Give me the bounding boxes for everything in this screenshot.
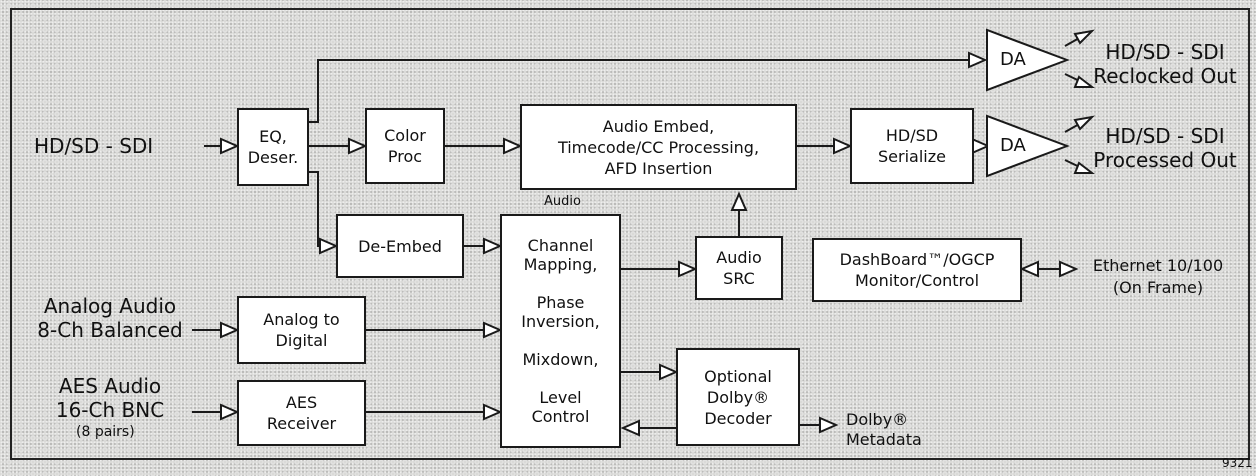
audio-src-block: Audio SRC (695, 236, 783, 300)
wire-eq-deembed (309, 171, 336, 247)
arrowhead-da-top-out1 (1073, 29, 1095, 45)
arrowhead-da-mid-out2 (1073, 161, 1095, 174)
arrowhead-embed-serialize (833, 137, 853, 155)
arrowhead-mapping-dolby (659, 363, 679, 381)
analog-to-digital-block: Analog to Digital (237, 296, 366, 364)
arrowhead-da-top-out2 (1073, 75, 1095, 88)
arrowhead-reclock (968, 51, 988, 69)
analog-audio-label: Analog Audio 8-Ch Balanced (37, 294, 183, 342)
audio-label: Audio (544, 194, 581, 209)
da-top-triangle (986, 28, 1070, 92)
sdi-input-label: HD/SD - SDI (34, 134, 154, 158)
serialize-block: HD/SD Serialize (850, 108, 974, 184)
dashboard-block: DashBoard™/OGCP Monitor/Control (812, 238, 1022, 302)
arrowhead-sdi-in (220, 137, 240, 155)
arrowhead-aes-in (220, 403, 240, 421)
arrowhead-eq-color (348, 137, 368, 155)
da-top-label: DA (1000, 49, 1026, 70)
arrowhead-deembed (319, 237, 339, 255)
aes-pairs-label: (8 pairs) (76, 424, 135, 440)
arrowhead-mapping-src (678, 260, 698, 278)
arrowhead-deembed-mapping (483, 237, 503, 255)
arrowhead-dolby-metadata (819, 416, 839, 434)
ethernet-label: Ethernet 10/100 (On Frame) (1092, 256, 1224, 297)
wire-eq-reclock (309, 59, 985, 123)
audio-embed-block: Audio Embed, Timecode/CC Processing, AFD… (520, 104, 797, 190)
arrowhead-analog-in (220, 321, 240, 339)
aes-receiver-block: AES Receiver (237, 380, 366, 446)
eq-deser-block: EQ, Deser. (237, 108, 309, 186)
arrowhead-serialize-da (971, 137, 991, 155)
arrowhead-aes-mapping (483, 403, 503, 421)
de-embed-block: De-Embed (336, 214, 464, 278)
arrowhead-color-embed (503, 137, 523, 155)
arrowhead-ethernet-right (1059, 260, 1079, 278)
processed-out-label: HD/SD - SDI Processed Out (1093, 124, 1237, 172)
aes-audio-label: AES Audio 16-Ch BNC (55, 374, 165, 422)
reclocked-out-label: HD/SD - SDI Reclocked Out (1093, 40, 1237, 88)
figure-number: 9321 (1222, 456, 1253, 470)
arrowhead-da-mid-out1 (1073, 115, 1095, 131)
da-mid-triangle (986, 114, 1070, 178)
diagram-border (10, 8, 1250, 460)
arrowhead-dolby-mapping (620, 419, 640, 437)
arrowhead-src-embed (730, 191, 748, 211)
arrowhead-ethernet-left (1019, 260, 1039, 278)
channel-mapping-block: Channel Mapping, Phase Inversion, Mixdow… (500, 214, 621, 448)
arrowhead-a2d-mapping (483, 321, 503, 339)
color-proc-block: Color Proc (365, 108, 445, 184)
dolby-metadata-label: Dolby® Metadata (846, 410, 922, 449)
dolby-decoder-block: Optional Dolby® Decoder (676, 348, 800, 446)
da-mid-label: DA (1000, 135, 1026, 156)
